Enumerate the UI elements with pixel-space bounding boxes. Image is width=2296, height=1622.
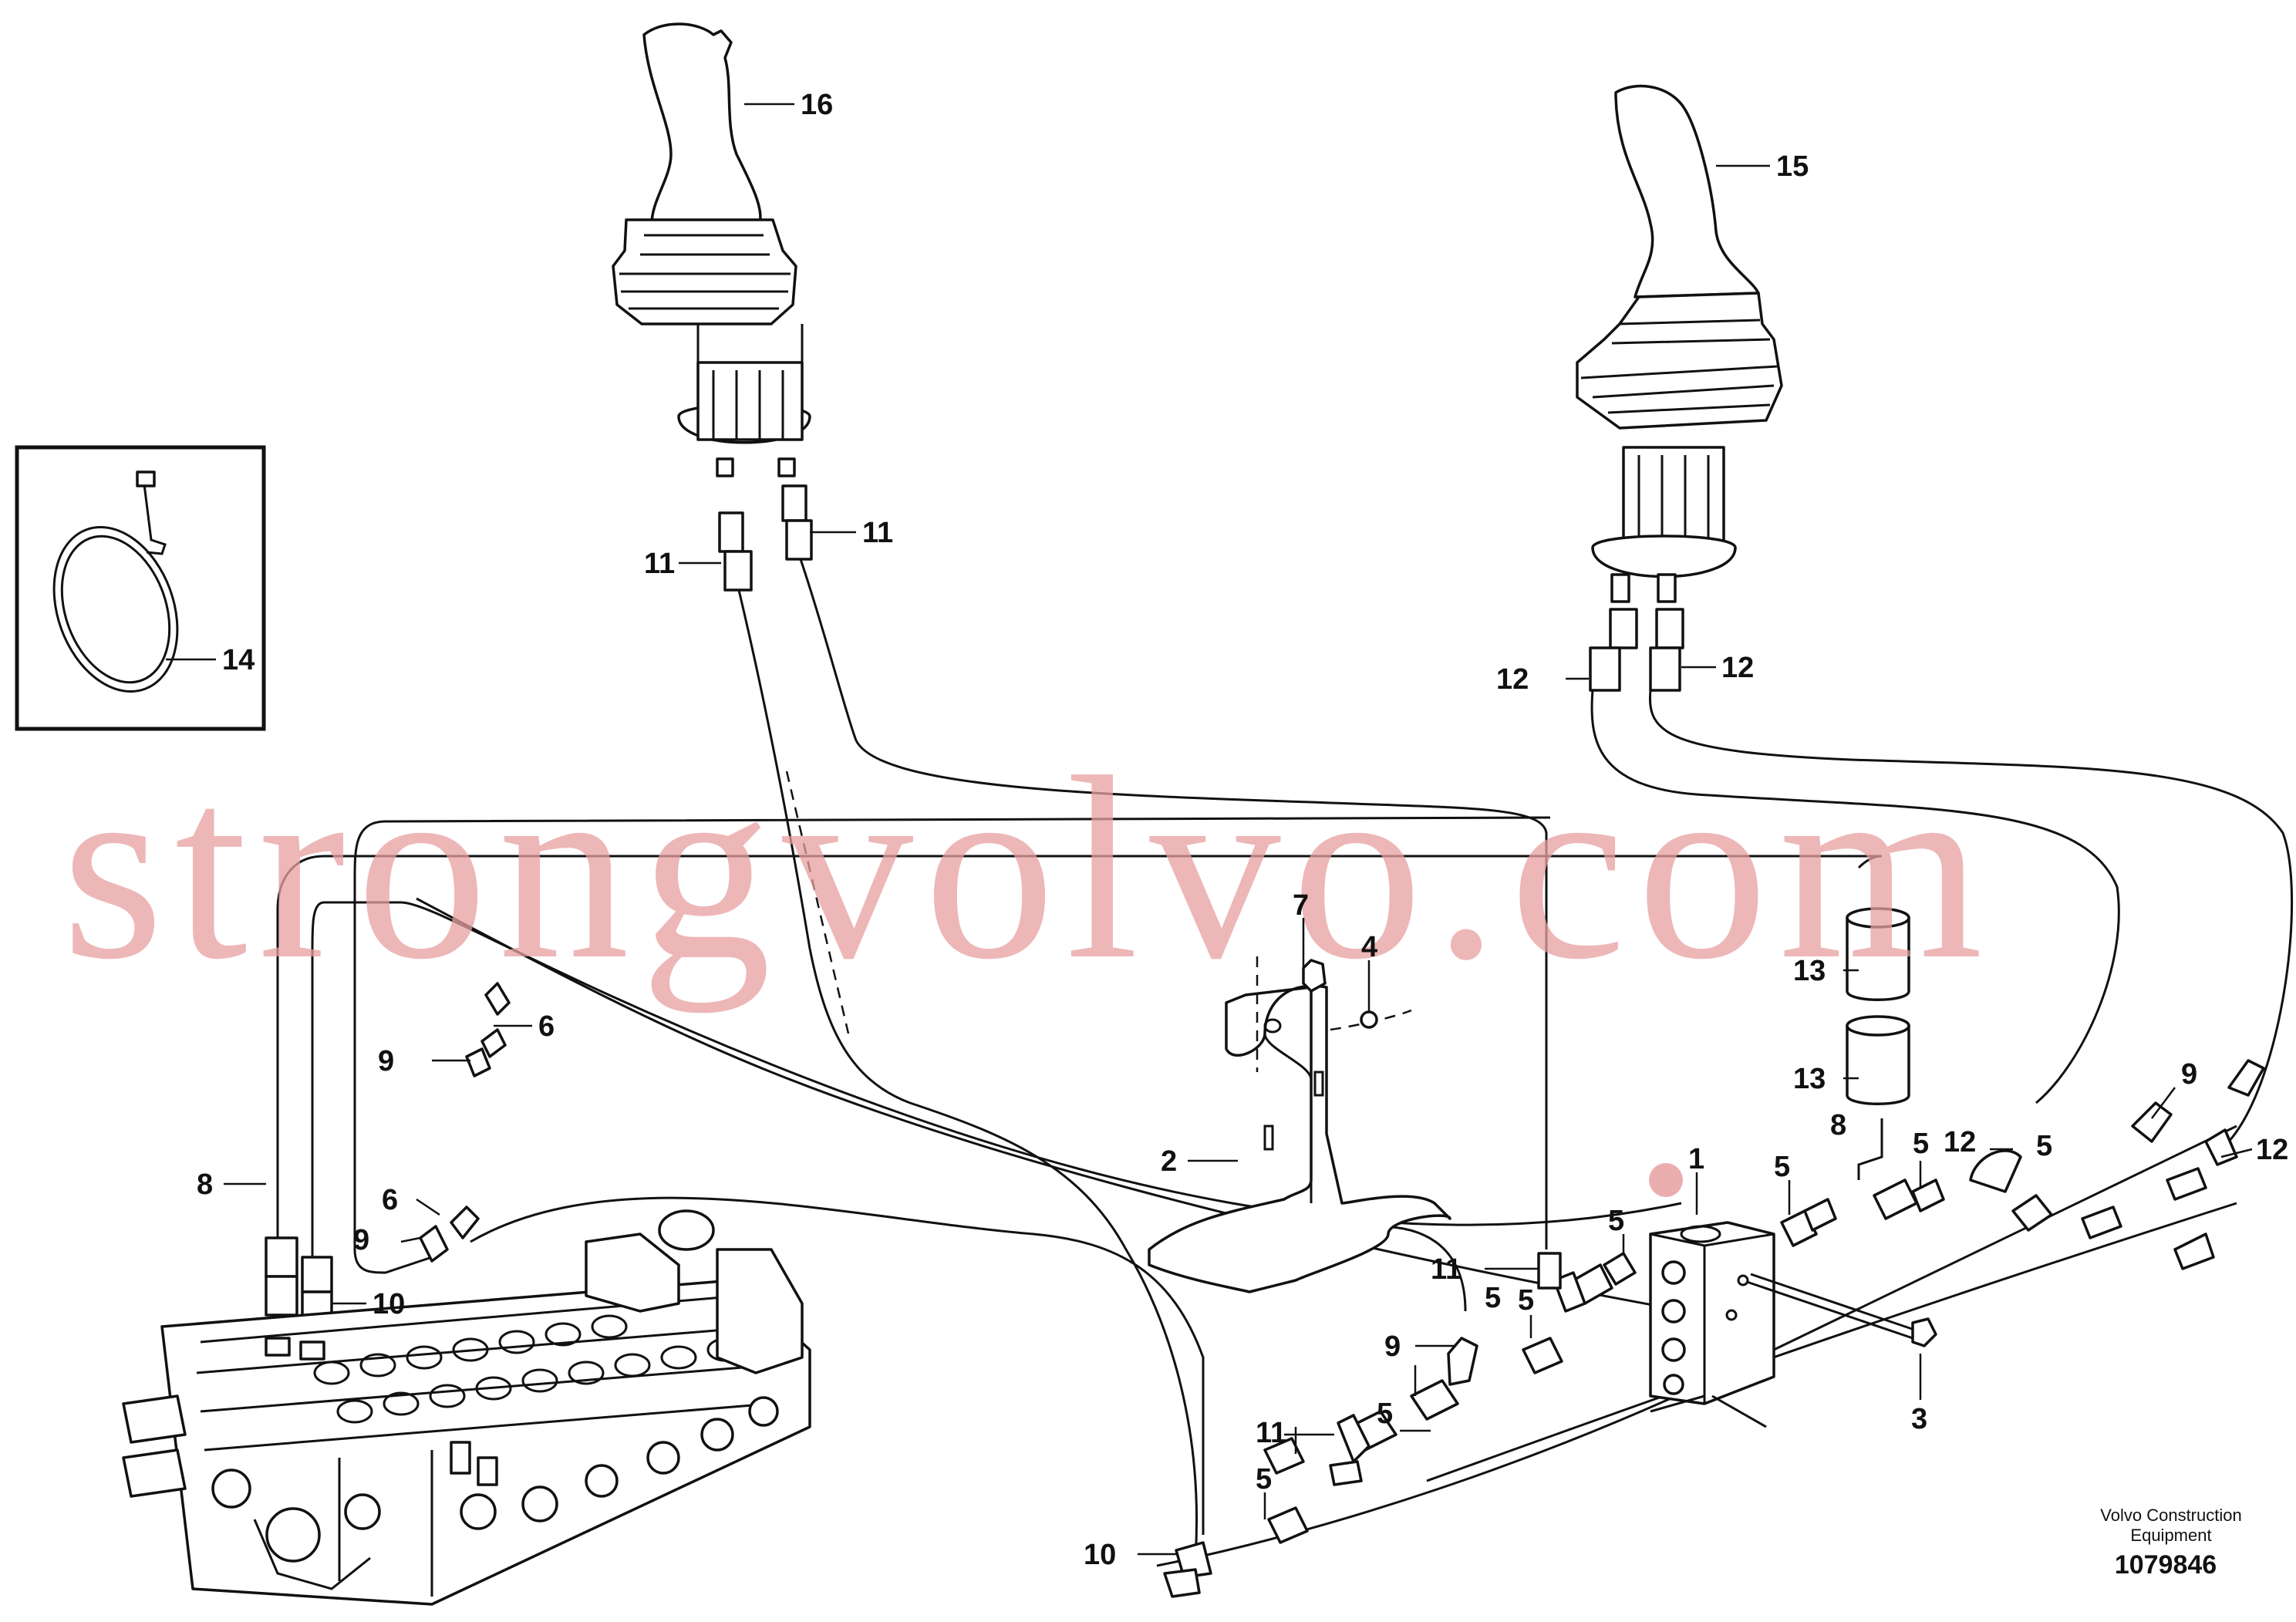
cable-tie-icon bbox=[52, 470, 179, 693]
callout-11-d: 11 bbox=[1431, 1253, 1462, 1286]
callout-3: 3 bbox=[1911, 1403, 1927, 1435]
spacers bbox=[1846, 907, 1910, 1180]
reference-number: 1079846 bbox=[2115, 1550, 2217, 1580]
callout-8-a: 8 bbox=[197, 1168, 213, 1201]
control-valve-icon bbox=[122, 1209, 811, 1606]
callout-5-c: 5 bbox=[1485, 1282, 1501, 1314]
callout-9-d: 9 bbox=[2181, 1058, 2197, 1091]
callout-9-c: 9 bbox=[1384, 1330, 1401, 1363]
callout-12-d: 12 bbox=[2256, 1134, 2288, 1166]
manifold-block bbox=[1649, 1221, 1937, 1428]
hidden-line bbox=[785, 771, 850, 1034]
callout-5-a: 5 bbox=[1256, 1463, 1272, 1496]
callout-5-e: 5 bbox=[1518, 1284, 1534, 1317]
callout-12-c: 12 bbox=[1944, 1126, 1976, 1158]
callout-5-g: 5 bbox=[1913, 1128, 1929, 1160]
callout-labels: 16 15 14 11 11 12 12 13 13 7 4 2 1 3 6 9… bbox=[197, 89, 2288, 1571]
callout-15: 15 bbox=[1776, 150, 1809, 183]
callout-10-b: 10 bbox=[1084, 1539, 1116, 1571]
callout-6-a: 6 bbox=[538, 1010, 555, 1043]
callout-5-b: 5 bbox=[1377, 1398, 1393, 1430]
callout-1: 1 bbox=[1688, 1143, 1704, 1175]
right-joystick-icon bbox=[1576, 84, 1783, 603]
credit-line-2: Equipment bbox=[2130, 1526, 2211, 1545]
callout-11-c: 11 bbox=[1256, 1417, 1286, 1449]
callout-2: 2 bbox=[1161, 1145, 1177, 1178]
callout-10-a: 10 bbox=[373, 1288, 405, 1320]
callout-12-a: 12 bbox=[1496, 663, 1529, 696]
callout-16: 16 bbox=[801, 89, 833, 121]
callout-8-b: 8 bbox=[1830, 1109, 1846, 1141]
watermark: strongvolvo.com bbox=[62, 723, 1994, 1013]
credit-line-1: Volvo Construction bbox=[2100, 1506, 2241, 1525]
watermark-dot bbox=[1649, 1163, 1683, 1197]
hoses bbox=[276, 558, 2293, 1567]
left-joystick-icon bbox=[612, 22, 811, 477]
fittings-right-joystick bbox=[1589, 608, 1684, 692]
callout-13-a: 13 bbox=[1793, 955, 1826, 987]
cable-tie-inset bbox=[15, 445, 266, 731]
bracket bbox=[1148, 956, 1451, 1293]
callout-14: 14 bbox=[222, 644, 255, 676]
callout-5-f: 5 bbox=[1774, 1151, 1790, 1183]
callout-7: 7 bbox=[1293, 889, 1309, 922]
callout-13-b: 13 bbox=[1793, 1063, 1826, 1095]
callout-5-d: 5 bbox=[1608, 1205, 1624, 1237]
callout-5-h: 5 bbox=[2036, 1130, 2052, 1162]
callout-9-a: 9 bbox=[378, 1045, 394, 1077]
callout-11-b: 11 bbox=[862, 517, 893, 549]
callout-4: 4 bbox=[1361, 931, 1377, 963]
callout-12-b: 12 bbox=[1721, 652, 1754, 684]
fittings-left-joystick bbox=[718, 484, 813, 592]
callout-6-b: 6 bbox=[382, 1184, 398, 1216]
callout-9-b: 9 bbox=[353, 1224, 369, 1256]
leader-lines bbox=[166, 103, 2253, 1556]
callout-11-a: 11 bbox=[644, 548, 675, 580]
